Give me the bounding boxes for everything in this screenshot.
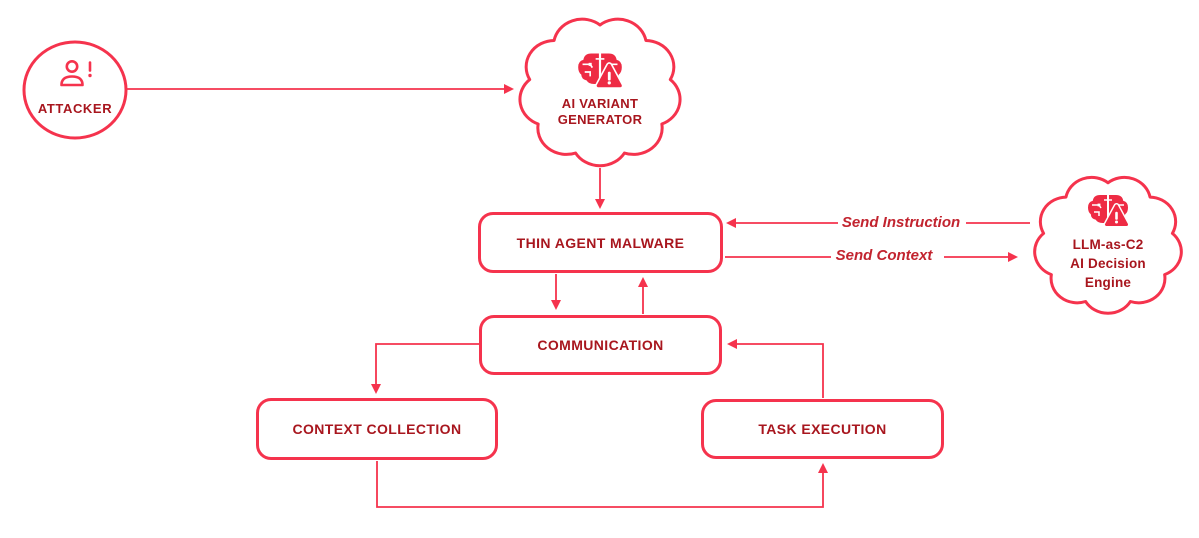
thin-agent-malware-node: THIN AGENT MALWARE (478, 212, 723, 273)
llm-as-c2-label: LLM-as-C2 AI Decision Engine (1038, 235, 1178, 292)
brain-alert-icon (1088, 195, 1130, 228)
attacker-label: ATTACKER (37, 101, 113, 116)
person-alert-icon (60, 60, 92, 87)
llm-as-c2-label-line2: AI Decision (1070, 256, 1146, 271)
context-collection-node: CONTEXT COLLECTION (256, 398, 498, 460)
edge-communication-to-context-collection (371, 343, 480, 394)
edge-context-collection-to-task-execution (376, 461, 828, 508)
ai-variant-generator-label: AI VARIANT GENERATOR (530, 96, 670, 128)
llm-as-c2-label-line3: Engine (1084, 275, 1132, 290)
llm-as-c2-label-line1: LLM-as-C2 (1072, 237, 1144, 252)
task-execution-node: TASK EXECUTION (701, 399, 944, 459)
communication-node: COMMUNICATION (479, 315, 722, 375)
send-context-edge-label: Send Context (835, 247, 933, 264)
ai-variant-generator-label-line2: GENERATOR (557, 112, 643, 127)
task-execution-label: TASK EXECUTION (758, 421, 887, 437)
context-collection-label: CONTEXT COLLECTION (292, 421, 462, 437)
brain-alert-icon (578, 53, 624, 89)
llm-as-c2-cloud (1035, 177, 1182, 313)
edge-task-execution-to-communication (727, 339, 824, 398)
communication-label: COMMUNICATION (537, 337, 664, 353)
ai-variant-generator-label-line1: AI VARIANT (561, 96, 639, 111)
attacker-node-circle (22, 40, 128, 140)
send-instruction-edge-label: Send Instruction (841, 214, 961, 231)
ai-variant-generator-cloud (520, 19, 680, 166)
thin-agent-malware-label: THIN AGENT MALWARE (516, 234, 685, 251)
